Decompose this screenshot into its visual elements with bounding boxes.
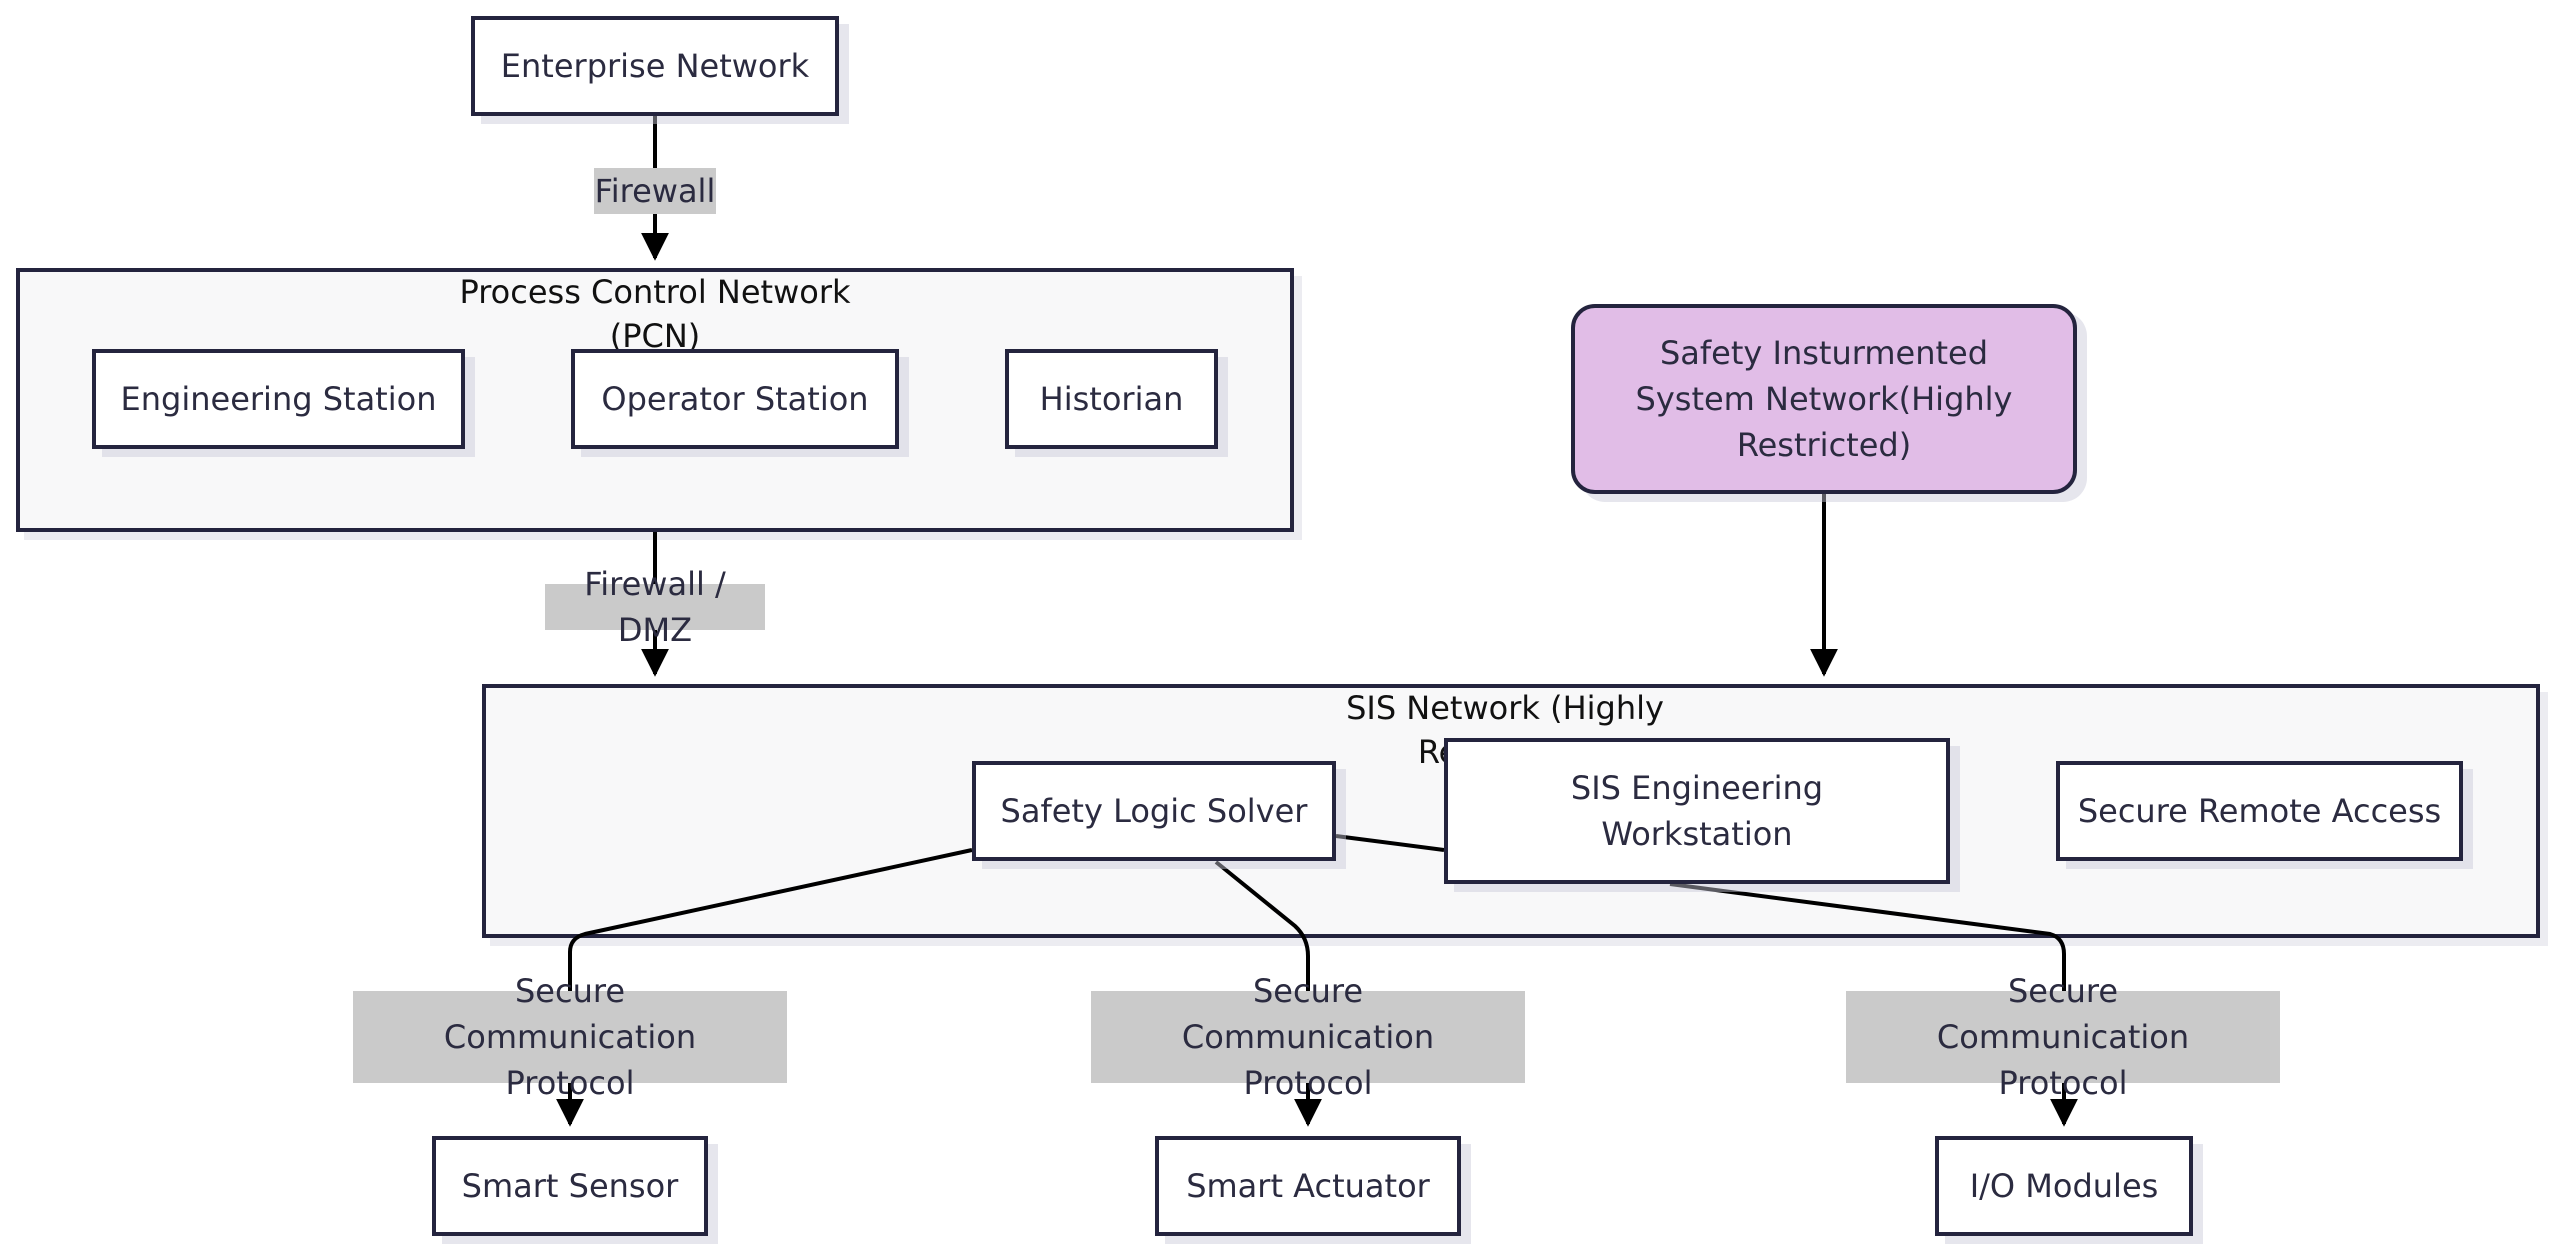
- io-modules-node: I/O Modules: [1935, 1136, 2193, 1236]
- edge-workstation-io: [1669, 882, 2078, 1127]
- secure-remote-access-node: Secure Remote Access: [2056, 761, 2463, 861]
- engineering-station-node: Engineering Station: [92, 349, 465, 449]
- edge-label-secure-protocol-1: Secure Communication Protocol: [353, 972, 787, 1102]
- historian-node: Historian: [1005, 349, 1218, 449]
- smart-sensor-node: Smart Sensor: [432, 1136, 708, 1236]
- safety-logic-solver-node: Safety Logic Solver: [972, 761, 1336, 861]
- sis-engineering-workstation-node: SIS Engineering Workstation: [1444, 738, 1950, 884]
- smart-actuator-node: Smart Actuator: [1155, 1136, 1461, 1236]
- edge-label-secure-protocol-3: Secure Communication Protocol: [1846, 972, 2280, 1102]
- edge-solver-workstation: [1335, 834, 1445, 852]
- edge-label-firewall: Firewall: [594, 168, 716, 214]
- enterprise-network-node: Enterprise Network: [471, 16, 839, 116]
- edge-solver-actuator: [1214, 860, 1322, 1127]
- operator-station-node: Operator Station: [571, 349, 899, 449]
- edge-label-secure-protocol-2: Secure Communication Protocol: [1091, 972, 1525, 1102]
- sis-network-restricted-node: Safety Insturmented System Network(Highl…: [1571, 304, 2077, 494]
- edge-solver-sensor: [556, 848, 973, 1127]
- edge-label-firewall-dmz: Firewall / DMZ: [545, 565, 765, 649]
- pcn-group-title: Process Control Network (PCN): [459, 273, 851, 355]
